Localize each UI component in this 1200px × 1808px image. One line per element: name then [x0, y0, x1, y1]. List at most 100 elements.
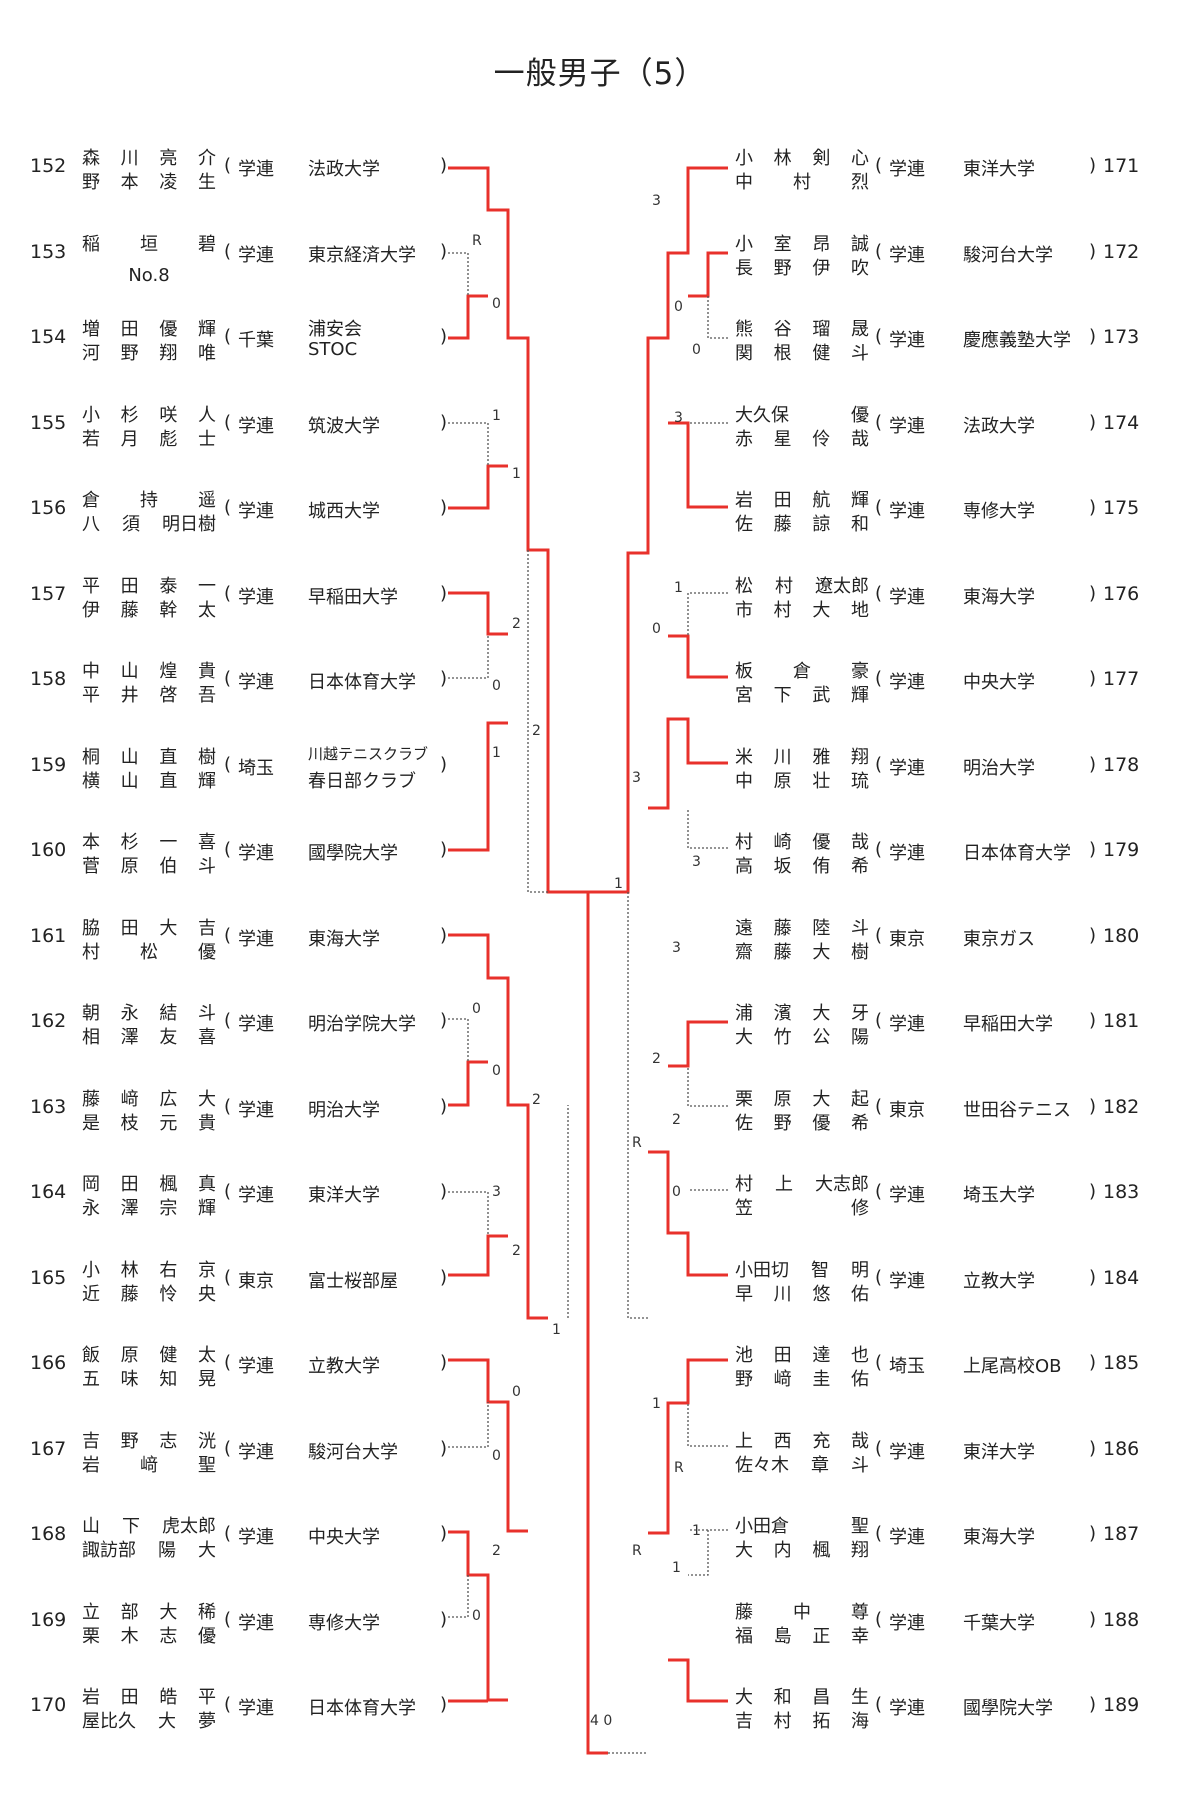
player-name: 関根健斗 [735, 343, 869, 364]
match-score: 1 [672, 1560, 681, 1576]
match-score: 0 [472, 1001, 481, 1017]
entry-number: 162 [30, 1010, 67, 1032]
paren: ) [440, 155, 448, 176]
match-score: R [674, 1460, 684, 1476]
bracket-dotted-line [448, 1402, 489, 1448]
player-name: 大久保優 [735, 404, 869, 426]
association: 学連 [238, 415, 274, 437]
draw-entry: 上西充哉佐々木章斗(学連東洋大学)186 [735, 1418, 1170, 1484]
association: 学連 [889, 1270, 925, 1292]
paren: ( [224, 1352, 232, 1373]
club-name: STOC [308, 339, 358, 360]
player-name: 大竹公陽 [735, 1027, 869, 1048]
match-score: 0 [492, 1063, 501, 1079]
match-score: 3 [674, 410, 683, 426]
player-name: 森川亮介 [82, 148, 216, 169]
paren: ) [1089, 668, 1097, 689]
association: 学連 [238, 1185, 274, 1206]
paren: ) [1089, 1523, 1097, 1544]
paren: ) [440, 1181, 448, 1202]
match-score: 2 [512, 616, 521, 632]
draw-entry: 村上大志郎笠修(学連埼玉大学)183 [735, 1161, 1170, 1227]
match-score: 0 [652, 621, 661, 637]
player-name: 吉野志洸 [82, 1430, 216, 1452]
entry-number: 169 [30, 1608, 67, 1631]
paren: ) [1089, 326, 1097, 347]
entry-number: 179 [1103, 839, 1140, 861]
draw-entry: 板倉豪宮下武輝(学連中央大学)177 [735, 648, 1170, 714]
draw-entry: 浦濱大牙大竹公陽(学連早稲田大学)181 [735, 990, 1170, 1056]
association: 千葉 [238, 330, 274, 351]
match-score: 1 [552, 1322, 561, 1338]
bracket-dotted-line [448, 1018, 469, 1062]
paren: ) [1089, 1437, 1097, 1459]
paren: ) [1089, 240, 1097, 262]
player-name: 河野翔唯 [82, 343, 216, 364]
player-name: 市村大地 [735, 599, 869, 621]
player-name: 中山煌貴 [82, 661, 216, 682]
association: 学連 [889, 1612, 925, 1634]
player-name: 福島正幸 [735, 1625, 869, 1647]
player-name: 板倉豪 [735, 661, 869, 682]
entry-number: 157 [30, 582, 67, 605]
player-name: 村松優 [82, 941, 216, 963]
association: 学連 [238, 501, 274, 522]
match-score: R [632, 1543, 642, 1559]
association: 学連 [889, 586, 925, 608]
association: 学連 [889, 1527, 925, 1548]
paren: ( [875, 326, 883, 347]
club-name: 日本体育大学 [308, 1698, 416, 1719]
association: 学連 [889, 159, 925, 180]
club-name: 中央大学 [963, 672, 1035, 693]
player-name: 野本凌生 [82, 172, 216, 193]
association: 学連 [238, 1356, 274, 1377]
paren: ) [440, 839, 448, 860]
player-name: 大和昌生 [735, 1687, 869, 1708]
match-score: 2 [512, 1243, 521, 1259]
paren: ) [440, 1694, 448, 1715]
paren: ( [875, 411, 883, 433]
bracket-dotted-line [448, 1575, 469, 1618]
player-name: 近藤怜央 [82, 1283, 216, 1305]
paren: ( [875, 1010, 883, 1031]
paren: ) [1089, 1266, 1097, 1288]
player-name: 小室昂誠 [735, 233, 869, 255]
paren: ( [875, 1523, 883, 1544]
bracket-line [588, 166, 728, 894]
draw-entry: 大久保優赤星伶哉(学連法政大学)174 [735, 392, 1170, 458]
player-name: 桐山直樹 [82, 746, 216, 768]
entry-number: 152 [30, 155, 67, 177]
paren: ) [1089, 1095, 1097, 1117]
association: 学連 [889, 757, 925, 779]
player-name: 倉持遥 [82, 490, 216, 511]
player-name: 諏訪部陽大 [82, 1540, 216, 1561]
association: 学連 [238, 1612, 274, 1634]
entry-number: 153 [30, 240, 67, 263]
match-score: 3 [692, 854, 701, 870]
bracket-dotted-line [627, 892, 648, 1319]
match-score: 1 [652, 1396, 661, 1412]
club-name: 法政大学 [963, 415, 1035, 437]
association: 東京 [889, 928, 925, 950]
association: 埼玉 [238, 757, 274, 779]
paren: ( [875, 1181, 883, 1202]
club-name: 日本体育大学 [308, 672, 416, 693]
player-name: 菅原伯斗 [82, 856, 216, 877]
paren: ( [875, 1095, 883, 1117]
club-name: 東海大学 [963, 586, 1035, 608]
association: 東京 [238, 1270, 274, 1292]
paren: ( [875, 753, 883, 775]
player-name: 飯原健太 [82, 1345, 216, 1366]
player-name: 松村遼太郎 [735, 575, 869, 597]
paren: ) [1089, 411, 1097, 433]
match-score: 0 [512, 1384, 521, 1400]
bracket-line [648, 717, 728, 810]
association: 学連 [889, 1441, 925, 1463]
entry-number: 184 [1103, 1266, 1140, 1289]
